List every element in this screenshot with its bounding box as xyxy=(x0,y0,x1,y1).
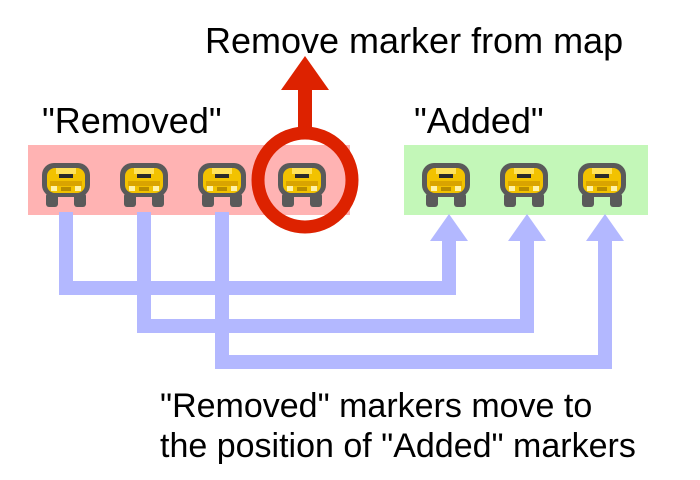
caption-line-2: the position of "Added" markers xyxy=(160,427,636,465)
connector-line-1 xyxy=(59,212,456,295)
connector-line-3 xyxy=(215,212,612,369)
connector-arrowheads xyxy=(430,214,624,241)
removed-group-label: "Removed" xyxy=(42,100,222,141)
arrow-up-icon xyxy=(430,214,468,241)
connector-line-2 xyxy=(137,212,534,333)
remove-arrow-head xyxy=(281,56,329,90)
diagram-title: Remove marker from map xyxy=(205,20,624,61)
arrow-up-icon xyxy=(508,214,546,241)
added-group-label: "Added" xyxy=(414,100,544,141)
circle-highlight xyxy=(251,126,359,234)
arrow-up-icon xyxy=(586,214,624,241)
connector-lines xyxy=(59,212,612,369)
caption-line-1: "Removed" markers move to xyxy=(160,387,593,425)
